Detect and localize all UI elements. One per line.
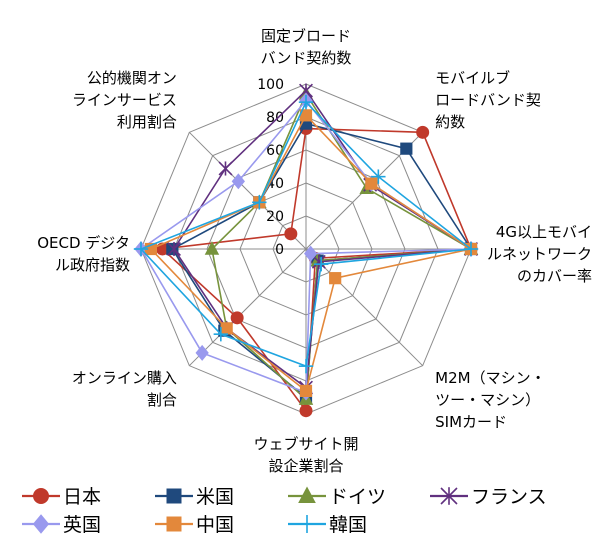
legend-label: 韓国: [329, 514, 367, 536]
axis-label: 公的機関オンラインサービス利用割合: [72, 69, 177, 131]
legend-item: 米国: [155, 486, 234, 508]
axis-label-line: SIMカード: [435, 413, 507, 431]
series-marker: [313, 256, 329, 272]
series-marker: [220, 322, 233, 335]
axis-label-line: ル政府指数: [55, 256, 130, 274]
axis-label: ウェブサイト開設企業割合: [253, 435, 358, 475]
legend-label: フランス: [471, 486, 547, 508]
series-marker: [195, 344, 209, 361]
series-marker: [230, 311, 244, 325]
series-marker: [32, 514, 50, 534]
series-marker: [304, 245, 318, 262]
series-layer: [133, 83, 479, 418]
legend-label: 米国: [196, 486, 234, 508]
axis-label-line: ロードバンド契: [435, 91, 541, 109]
series-marker: [166, 242, 179, 256]
series-marker: [299, 384, 313, 397]
legend-item: 韓国: [288, 514, 367, 536]
grid-spoke: [188, 248, 307, 367]
series: [133, 94, 479, 374]
series-marker: [298, 486, 316, 503]
legend-item: ドイツ: [288, 486, 386, 508]
axis-label-line: OECD デジタ: [37, 234, 130, 252]
series-marker: [284, 227, 298, 241]
series-marker: [133, 241, 149, 257]
axis-label-line: バンド契約数: [261, 49, 352, 67]
series-marker: [299, 404, 313, 418]
series-marker: [365, 177, 378, 190]
axis-label-line: ウェブサイト開: [253, 435, 358, 453]
legend-item: 日本: [22, 486, 101, 508]
axis-label: M2M（マシン・ツー・マシン） SIMカード: [435, 369, 545, 431]
legend-item: フランス: [430, 486, 547, 508]
axis-label: 4G以上モバイルネットワークのカバー率: [487, 223, 592, 285]
axis-label-line: ルネットワーク: [487, 245, 592, 263]
axis-label-line: のカバー率: [517, 267, 592, 285]
series-marker: [166, 516, 182, 532]
axis-label: 固定ブロードバンド契約数: [261, 27, 352, 67]
legend-label: 英国: [63, 514, 101, 536]
axis-label-line: ラインサービス: [72, 91, 177, 109]
series: [167, 83, 478, 395]
axis-label-line: 約数: [435, 113, 465, 131]
axis-label-line: M2M（マシン・: [435, 369, 545, 387]
series-marker: [167, 241, 181, 257]
grid-spoke: [305, 248, 424, 367]
tick-label: 80: [266, 110, 284, 126]
axis-label-line: オンライン購入: [72, 369, 177, 387]
axis-label-line: 割合: [147, 391, 177, 409]
legend-item: 中国: [155, 514, 234, 536]
axis-label: オンライン購入割合: [72, 369, 177, 409]
legend-label: 日本: [63, 486, 101, 508]
series-marker: [33, 488, 49, 504]
legend-item: 英国: [22, 514, 101, 536]
axis-label: モバイルブロードバンド契約数: [435, 69, 541, 131]
axis-label: OECD デジタル政府指数: [37, 234, 130, 274]
series-marker: [416, 125, 430, 139]
series-marker: [298, 358, 314, 374]
series-marker: [311, 254, 326, 269]
tick-label: 20: [266, 209, 284, 225]
axis-label-line: 固定ブロード: [261, 27, 351, 45]
series-marker: [218, 161, 233, 176]
legend-label: 中国: [196, 514, 234, 536]
series-marker: [204, 241, 220, 255]
series-marker: [213, 326, 229, 342]
series-marker: [463, 241, 479, 257]
series-marker: [252, 195, 267, 210]
series-marker: [440, 487, 458, 505]
series-marker: [298, 94, 314, 110]
series-marker: [298, 515, 316, 533]
legend-label: ドイツ: [329, 486, 386, 508]
axis-label-line: モバイルブ: [435, 69, 510, 87]
axis-label-line: 利用割合: [117, 113, 177, 131]
tick-label: 100: [257, 77, 284, 93]
axis-label-line: 公的機関オン: [87, 69, 177, 87]
series-marker: [166, 488, 182, 504]
tick-label: 0: [275, 242, 284, 258]
series-marker: [231, 173, 245, 190]
series-marker: [400, 142, 413, 155]
series-marker: [329, 272, 342, 285]
axis-label-line: 設企業割合: [268, 457, 343, 475]
series-marker: [371, 169, 386, 184]
axis-label-line: ツー・マシン）: [435, 391, 540, 409]
axis-label-line: 4G以上モバイ: [496, 223, 592, 241]
